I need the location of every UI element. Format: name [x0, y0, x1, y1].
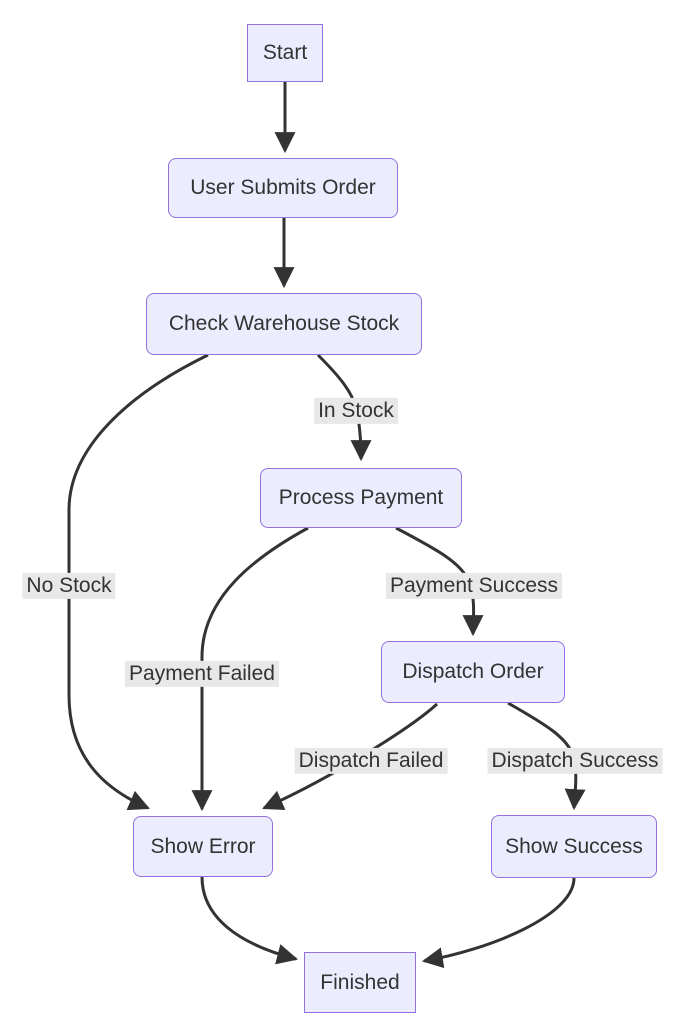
edge-label-in-stock: In Stock [314, 397, 398, 425]
node-show-success: Show Success [491, 815, 657, 878]
node-check-warehouse-stock-label: Check Warehouse Stock [168, 312, 400, 335]
edge-label-dispatch-failed: Dispatch Failed [294, 747, 448, 775]
node-show-error: Show Error [133, 816, 273, 877]
node-user-submits-order: User Submits Order [168, 158, 398, 218]
node-dispatch-order-label: Dispatch Order [402, 660, 544, 683]
edge-label-payment-failed: Payment Failed [125, 660, 279, 688]
node-process-payment-label: Process Payment [278, 486, 444, 509]
node-show-success-label: Show Success [505, 834, 643, 858]
edge-show-error-to-finished [200, 876, 299, 965]
node-show-error-label: Show Error [150, 834, 256, 858]
node-dispatch-order: Dispatch Order [381, 641, 565, 703]
edge-label-payment-success: Payment Success [385, 572, 563, 600]
node-process-payment: Process Payment [260, 468, 462, 528]
edge-process-payment-to-show-error [191, 526, 309, 812]
edge-label-dispatch-success: Dispatch Success [487, 747, 663, 775]
node-user-submits-order-label: User Submits Order [190, 176, 376, 199]
node-start-label: Start [262, 41, 308, 64]
node-start: Start [247, 24, 323, 82]
node-check-warehouse-stock: Check Warehouse Stock [146, 293, 422, 355]
node-finished: Finished [304, 952, 416, 1013]
edge-label-no-stock: No Stock [22, 572, 116, 600]
edge-show-success-to-finished [421, 877, 576, 969]
edge-check-stock-to-show-error [67, 353, 209, 811]
node-finished-label: Finished [320, 970, 400, 994]
